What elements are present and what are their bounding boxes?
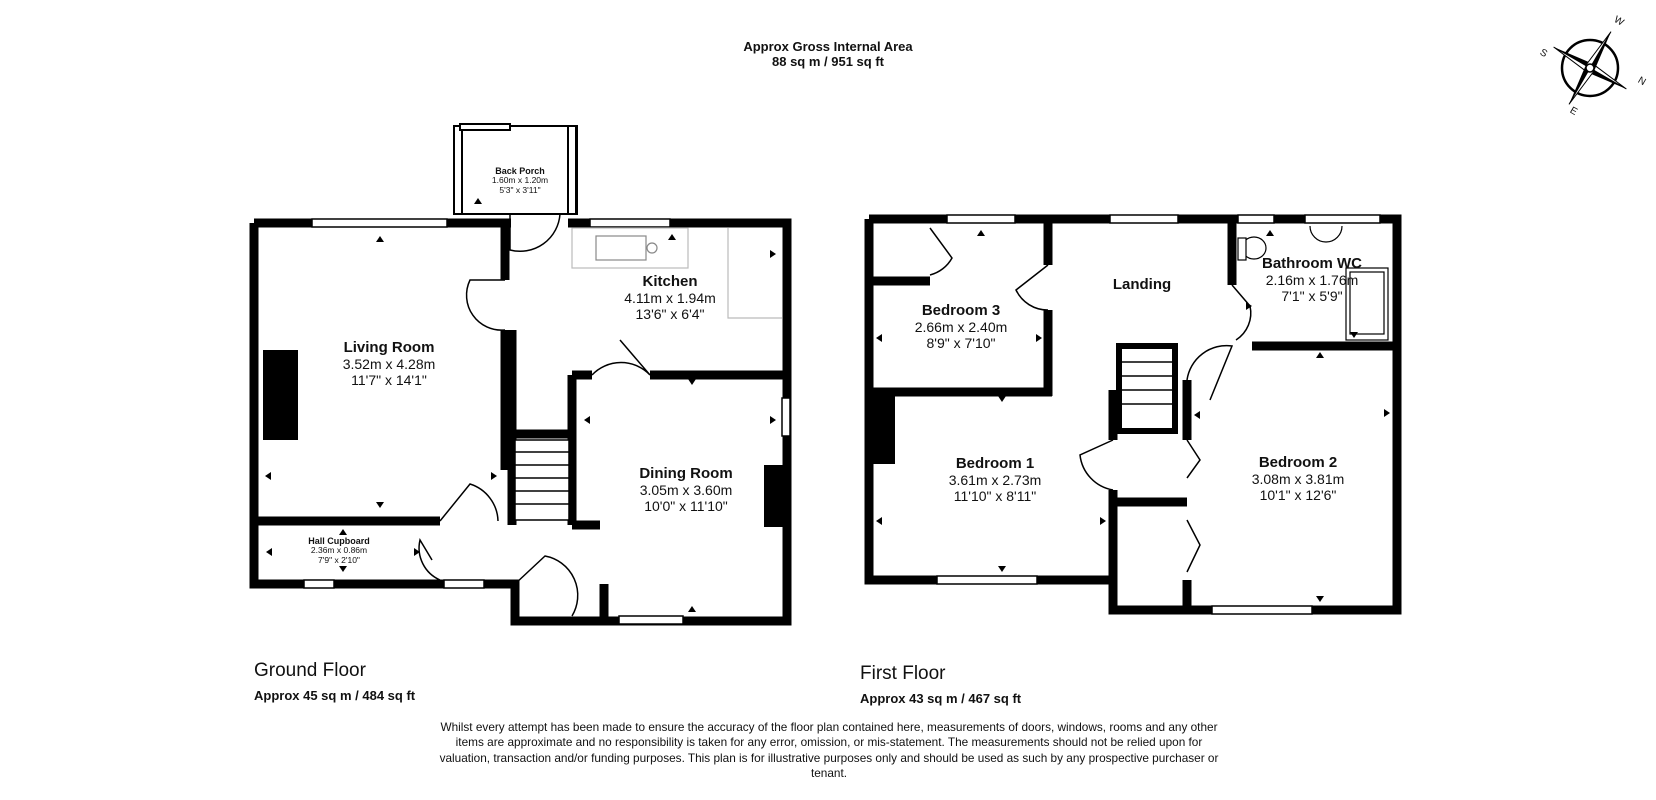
- first-floor-area: Approx 43 sq m / 467 sq ft: [860, 691, 1022, 706]
- room-imperial: 8'9" x 7'10": [926, 335, 996, 352]
- room-metric: 3.08m x 3.81m: [1251, 471, 1345, 488]
- dimension-markers: [265, 198, 1390, 612]
- room-name: Bathroom WC: [1262, 255, 1362, 272]
- room-label-kitchen: Kitchen 4.11m x 1.94m 13'6" x 6'4": [624, 273, 716, 322]
- room-metric: 2.16m x 1.76m: [1265, 272, 1359, 289]
- room-label-bedroom-2: Bedroom 2 3.08m x 3.81m 10'1" x 12'6": [1252, 454, 1345, 503]
- walls: [249, 214, 1402, 626]
- stairs: [514, 343, 1178, 521]
- room-metric: 2.66m x 2.40m: [914, 319, 1008, 336]
- room-metric: 1.60m x 1.20m: [491, 175, 549, 186]
- first-floor-title: First Floor: [860, 663, 946, 684]
- room-name: Landing: [1112, 276, 1172, 293]
- room-label-bedroom-1: Bedroom 1 3.61m x 2.73m 11'10" x 8'11": [949, 455, 1042, 504]
- room-metric: 3.61m x 2.73m: [948, 472, 1042, 489]
- room-name: Bedroom 3: [921, 302, 1001, 319]
- room-name: Bedroom 2: [1258, 454, 1338, 471]
- room-imperial: 10'1" x 12'6": [1259, 487, 1337, 504]
- room-name: Hall Cupboard: [308, 536, 370, 546]
- room-label-bedroom-3: Bedroom 3 2.66m x 2.40m 8'9" x 7'10": [915, 302, 1008, 351]
- room-name: Back Porch: [495, 166, 545, 176]
- room-label-hall-cupboard: Hall Cupboard 2.36m x 0.86m 7'9" x 2'10": [308, 536, 370, 566]
- compass-icon: [1553, 31, 1627, 105]
- ground-floor-outer-wall: [249, 218, 792, 626]
- room-imperial: 7'9" x 2'10": [318, 555, 360, 566]
- back-porch: [453, 123, 578, 215]
- room-imperial: 10'0" x 11'10": [644, 498, 728, 515]
- room-label-bathroom: Bathroom WC 2.16m x 1.76m 7'1" x 5'9": [1262, 255, 1362, 304]
- room-label-dining-room: Dining Room 3.05m x 3.60m 10'0" x 11'10": [639, 465, 732, 514]
- disclaimer-text: Whilst every attempt has been made to en…: [439, 720, 1219, 780]
- room-imperial: 11'7" x 14'1": [351, 372, 427, 389]
- room-metric: 3.52m x 4.28m: [342, 356, 436, 373]
- room-name: Kitchen: [642, 273, 698, 290]
- room-label-back-porch: Back Porch 1.60m x 1.20m 5'3" x 3'11": [492, 166, 548, 196]
- chimney-breasts: [263, 350, 895, 527]
- compass-rose: W N S E: [1538, 14, 1648, 127]
- room-metric: 3.05m x 3.60m: [639, 482, 733, 499]
- room-metric: 2.36m x 0.86m: [310, 545, 368, 556]
- ground-floor-area: Approx 45 sq m / 484 sq ft: [254, 688, 416, 703]
- room-name: Dining Room: [639, 465, 733, 482]
- ground-floor-title: Ground Floor: [254, 660, 366, 681]
- room-imperial: 11'10" x 8'11": [953, 488, 1037, 505]
- room-label-landing: Landing: [1113, 276, 1171, 293]
- gia-title: Approx Gross Internal Area: [743, 39, 913, 54]
- kitchen-fixtures: [571, 227, 782, 319]
- gross-internal-area: Approx Gross Internal Area 88 sq m / 951…: [743, 39, 913, 70]
- room-imperial: 7'1" x 5'9": [1281, 288, 1343, 305]
- room-imperial: 13'6" x 6'4": [635, 306, 705, 323]
- bathroom-fixtures: [1237, 225, 1389, 341]
- windows: [303, 214, 1381, 625]
- room-name: Bedroom 1: [955, 455, 1035, 472]
- room-imperial: 5'3" x 3'11": [499, 185, 541, 196]
- room-label-living-room: Living Room 3.52m x 4.28m 11'7" x 14'1": [343, 339, 436, 388]
- gia-value: 88 sq m / 951 sq ft: [771, 53, 884, 69]
- room-name: Living Room: [343, 339, 435, 356]
- room-metric: 4.11m x 1.94m: [624, 290, 716, 307]
